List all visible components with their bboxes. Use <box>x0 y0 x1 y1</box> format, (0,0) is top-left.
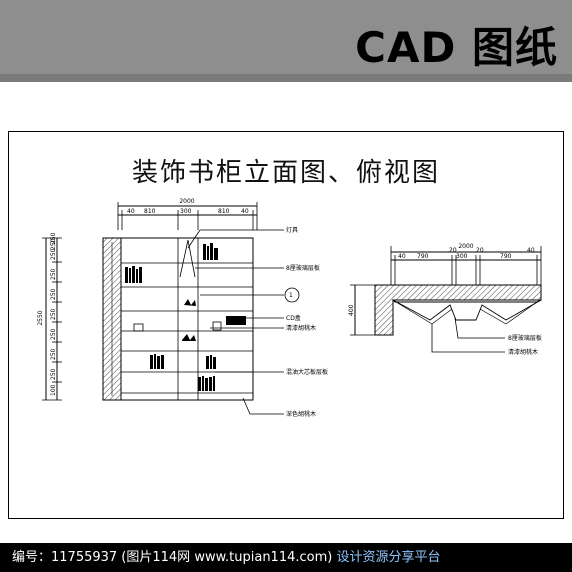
dim-segment: 790 <box>417 253 429 260</box>
callout-label: CD盒 <box>286 314 301 322</box>
drawing-frame <box>8 131 564 519</box>
dimension-ticks <box>42 237 62 401</box>
dim-segment: 810 <box>218 208 230 215</box>
dim-segment: 250 <box>50 308 57 320</box>
plant-ornament <box>182 334 196 341</box>
callout-label: 清漆胡桃木 <box>286 324 316 332</box>
header-bar <box>0 0 572 82</box>
drawing-title: 装饰书柜立面图、俯视图 <box>131 158 440 188</box>
callout-label: 深色胡桃木 <box>286 410 316 418</box>
dim-total-width: 2000 <box>179 198 194 205</box>
callout-leaders <box>187 229 284 415</box>
dim-segment: 250 <box>50 248 57 260</box>
dim-segment: 250 <box>50 288 57 300</box>
dim-total-height: 2550 <box>37 310 44 325</box>
dim-segment: 250 <box>50 348 57 360</box>
dim-total-width: 2000 <box>458 243 473 250</box>
dim-segment: 300 <box>456 253 468 260</box>
section-marker-label: 1 <box>289 292 293 299</box>
callout-label: 8厘玻璃层板 <box>286 264 320 272</box>
dim-segment: 100 <box>50 384 57 396</box>
picture-frame <box>133 323 144 332</box>
callout-label: 混油大芯板层板 <box>286 368 328 376</box>
elevation-labels: 2000 40 810 300 810 40 2550 100 250 250 … <box>37 198 328 418</box>
dim-segment: 250 <box>50 328 57 340</box>
wall-section <box>374 284 542 336</box>
dim-segment: 790 <box>500 253 512 260</box>
platform-link[interactable]: 设计资源分享平台 <box>336 550 441 565</box>
section-marker <box>284 287 300 303</box>
dim-segment: 40 <box>527 247 535 254</box>
plant-ornament <box>184 299 196 306</box>
dim-segment: 810 <box>144 208 156 215</box>
dim-segment: 250 <box>50 238 57 250</box>
image-id-text: 编号：11755937 (图片114网 www.tupian114.com) <box>12 550 333 565</box>
plan-view <box>350 246 542 353</box>
header-strip <box>0 74 572 82</box>
brand-title: CAD 图纸 <box>355 23 558 72</box>
callout-label: 清漆胡桃木 <box>508 348 538 356</box>
picture-frame <box>212 321 222 331</box>
dimension-ticks <box>117 202 258 230</box>
dim-segment: 20 <box>476 247 484 254</box>
elevation-view <box>42 202 300 415</box>
dim-segment: 40 <box>398 253 406 260</box>
dim-segment: 250 <box>50 268 57 280</box>
footer-bar: 编号：11755937 (图片114网 www.tupian114.com) 设… <box>0 543 572 572</box>
callout-label: 灯具 <box>286 226 298 234</box>
plan-labels: 2000 40 790 20 300 20 790 40 400 8厘玻璃层板 … <box>348 243 542 356</box>
dim-segment: 40 <box>241 208 249 215</box>
callout-label: 8厘玻璃层板 <box>508 334 542 342</box>
books <box>125 243 246 391</box>
dim-segment: 40 <box>127 208 135 215</box>
dim-side: 400 <box>348 304 355 316</box>
dim-segment: 250 <box>50 368 57 380</box>
dim-segment: 20 <box>449 247 457 254</box>
dim-segment: 250 <box>50 232 57 244</box>
dim-segment: 300 <box>180 208 192 215</box>
